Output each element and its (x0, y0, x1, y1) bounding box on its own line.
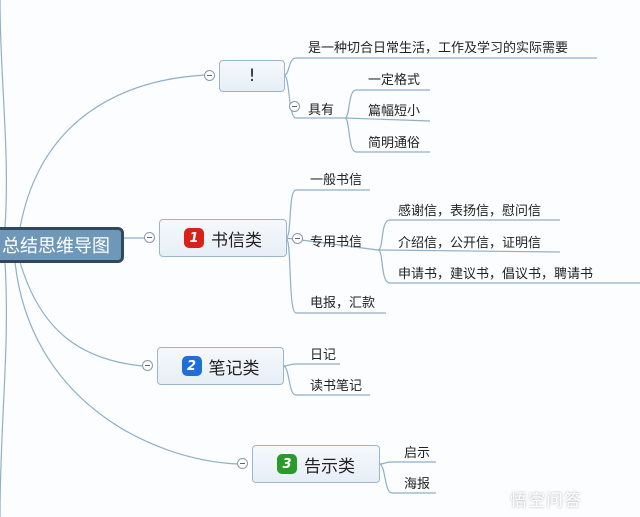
subtopic[interactable]: 篇幅短小 (368, 104, 421, 119)
subtopic[interactable]: 一定格式 (368, 73, 421, 88)
subtopic[interactable]: 读书笔记 (310, 379, 363, 394)
topic-note[interactable]: ! (219, 60, 285, 92)
subtopic[interactable]: 介绍信，公开信，证明信 (398, 236, 542, 251)
priority-3-icon: 3 (277, 454, 297, 474)
topic-label: 告示类 (304, 456, 355, 477)
subtopic[interactable]: 感谢信，表扬信，慰问信 (398, 204, 542, 219)
topic-label: ! (248, 66, 256, 86)
subtopic[interactable]: 申请书，建议书，倡议书，聘请书 (398, 267, 594, 282)
topic-label: 笔记类 (208, 358, 260, 379)
subtopic[interactable]: 专用书信 (310, 235, 363, 250)
priority-1-icon: 1 (184, 228, 204, 248)
central-topic[interactable]: 总结思维导图 (0, 227, 124, 263)
subtopic[interactable]: 简明通俗 (368, 136, 421, 151)
subtopic[interactable]: 是一种切合日常生活，工作及学习的实际需要 (308, 41, 569, 56)
subtopic[interactable]: 具有 (308, 103, 335, 118)
subtopic[interactable]: 启示 (404, 446, 431, 461)
subtopic[interactable]: 一般书信 (310, 173, 363, 188)
collapse-toggle[interactable] (204, 70, 215, 81)
collapse-toggle[interactable] (289, 101, 300, 112)
collapse-toggle[interactable] (144, 232, 155, 243)
subtopic[interactable]: 海报 (404, 477, 431, 492)
topic-notices[interactable]: 3 告示类 (252, 445, 380, 483)
subtopic[interactable]: 电报，汇款 (310, 296, 376, 311)
subtopic[interactable]: 日记 (310, 348, 337, 363)
topic-letters[interactable]: 1 书信类 (159, 219, 287, 257)
topic-notes[interactable]: 2 笔记类 (157, 347, 284, 385)
watermark: 悟空问答 (510, 491, 582, 511)
priority-2-icon: 2 (181, 356, 202, 376)
collapse-toggle[interactable] (142, 360, 153, 371)
collapse-toggle[interactable] (292, 233, 303, 244)
topic-label: 书信类 (211, 230, 262, 251)
collapse-toggle[interactable] (237, 458, 248, 469)
